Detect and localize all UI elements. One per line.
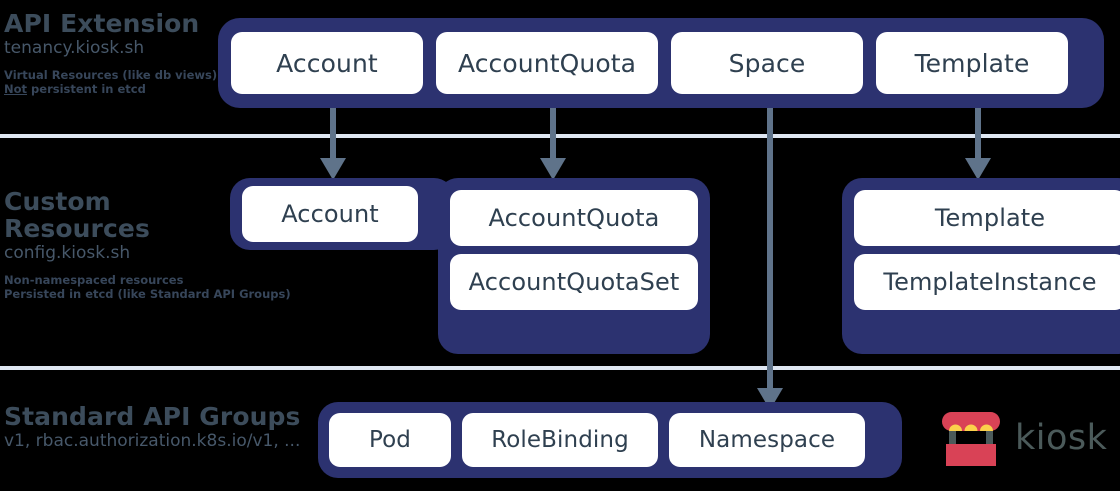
resource-chip-namespace[interactable]: Namespace — [669, 413, 865, 467]
section-note-line-1: Non-namespaced resources — [4, 273, 184, 287]
section-note-line-2: Not persistent in etcd — [4, 82, 217, 96]
section-note-emphasis: Not — [4, 82, 28, 96]
resource-chip-account[interactable]: Account — [231, 32, 423, 94]
resource-chip-accountquotaset[interactable]: AccountQuotaSet — [450, 254, 698, 310]
kiosk-stall-icon — [942, 412, 1000, 466]
band-divider-bottom — [0, 366, 1120, 370]
section-subtitle: tenancy.kiosk.sh — [4, 38, 145, 58]
resource-chip-pod[interactable]: Pod — [329, 413, 451, 467]
kiosk-logo: kiosk — [940, 404, 1112, 472]
section-note-line-1: Virtual Resources (like db views) — [4, 68, 218, 82]
resource-group-cr-template: Template TemplateInstance — [842, 178, 1120, 354]
kiosk-wordmark: kiosk — [1015, 417, 1108, 458]
section-label-api-extension: API Extension tenancy.kiosk.sh Virtual R… — [4, 10, 217, 96]
section-subtitle: config.kiosk.sh — [4, 243, 131, 263]
resource-chip-templateinstance[interactable]: TemplateInstance — [854, 254, 1120, 310]
section-subtitle: v1, rbac.authorization.k8s.io/v1, ... — [4, 431, 301, 451]
resource-group-cr-accountquota: AccountQuota AccountQuotaSet — [438, 178, 710, 354]
arrow-account-to-account — [318, 106, 348, 182]
resource-chip-account[interactable]: Account — [242, 186, 418, 242]
resource-group-standard-api: Pod RoleBinding Namespace — [318, 402, 902, 478]
resource-group-cr-account: Account — [230, 178, 454, 250]
section-title: API Extension — [4, 9, 200, 38]
resource-chip-accountquota[interactable]: AccountQuota — [436, 32, 658, 94]
resource-chip-template[interactable]: Template — [854, 190, 1120, 246]
resource-chip-accountquota[interactable]: AccountQuota — [450, 190, 698, 246]
section-note: Non-namespaced resources Persisted in et… — [4, 273, 291, 301]
section-note: Virtual Resources (like db views) Not pe… — [4, 68, 217, 96]
section-label-standard-api-groups: Standard API Groups v1, rbac.authorizati… — [4, 403, 301, 452]
arrow-template-to-template — [963, 106, 993, 182]
resource-chip-template[interactable]: Template — [876, 32, 1068, 94]
section-title: Standard API Groups — [4, 402, 301, 431]
resource-group-api-extension: Account AccountQuota Space Template — [218, 18, 1104, 108]
section-note-rest: persistent in etcd — [27, 82, 146, 96]
band-divider-top — [0, 134, 1120, 138]
section-note-line-2: Persisted in etcd (like Standard API Gro… — [4, 287, 291, 301]
resource-chip-space[interactable]: Space — [671, 32, 863, 94]
section-label-custom-resources: Custom Resources config.kiosk.sh Non-nam… — [4, 188, 291, 301]
section-title: Custom Resources — [4, 187, 150, 243]
arrow-accountquota-to-accountquota — [538, 106, 568, 182]
resource-chip-rolebinding[interactable]: RoleBinding — [462, 413, 658, 467]
